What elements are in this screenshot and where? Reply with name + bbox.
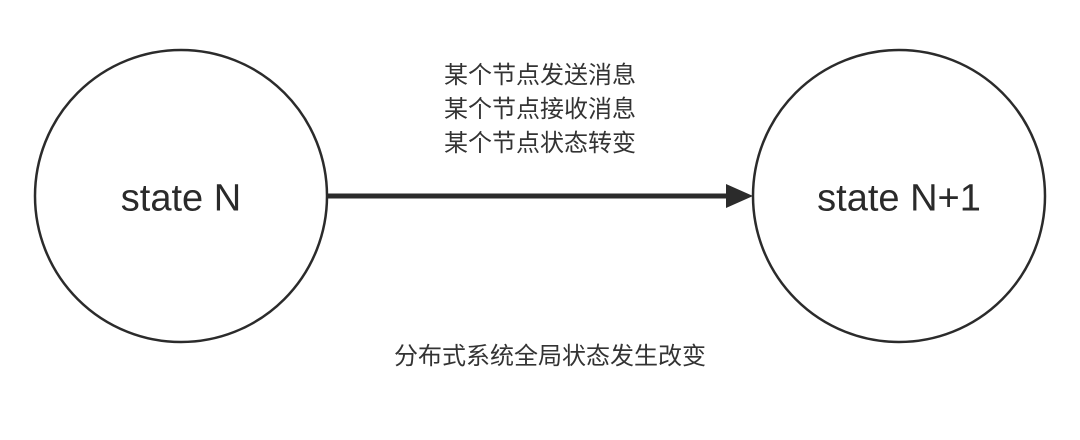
event-state-change: 某个节点状态转变 — [444, 129, 636, 157]
event-receive-message: 某个节点接收消息 — [444, 95, 636, 123]
state-n-label: state N — [120, 177, 242, 220]
transition-event-list: 某个节点发送消息 某个节点接收消息 某个节点状态转变 — [444, 58, 636, 160]
diagram-caption: 分布式系统全局状态发生改变 — [394, 342, 706, 370]
state-n-plus-1-label: state N+1 — [817, 177, 981, 220]
event-send-message: 某个节点发送消息 — [444, 61, 636, 89]
transition-arrowhead — [726, 184, 753, 208]
